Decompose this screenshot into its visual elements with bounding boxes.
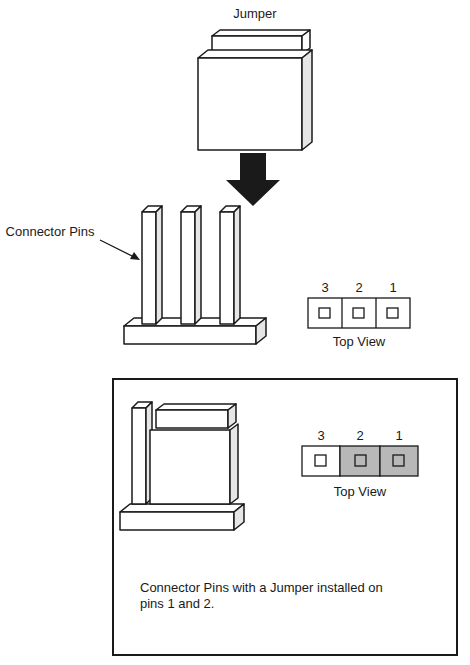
part-name: Jumper	[233, 6, 276, 21]
pin-number: 3	[317, 428, 324, 443]
pin-number: 3	[321, 280, 328, 295]
part-name: Connector Pins	[6, 224, 95, 239]
view-label: Top View	[334, 484, 387, 499]
pin-number: 2	[355, 280, 362, 295]
caption-frame: Connector Pins with a Jumper installed o…	[112, 378, 458, 656]
caption-text: Connector Pins with a Jumper installed o…	[140, 580, 390, 612]
pin-number: 1	[395, 428, 402, 443]
view-label: Top View	[333, 334, 386, 349]
pin-number: 2	[356, 428, 363, 443]
pin-number: 1	[389, 280, 396, 295]
